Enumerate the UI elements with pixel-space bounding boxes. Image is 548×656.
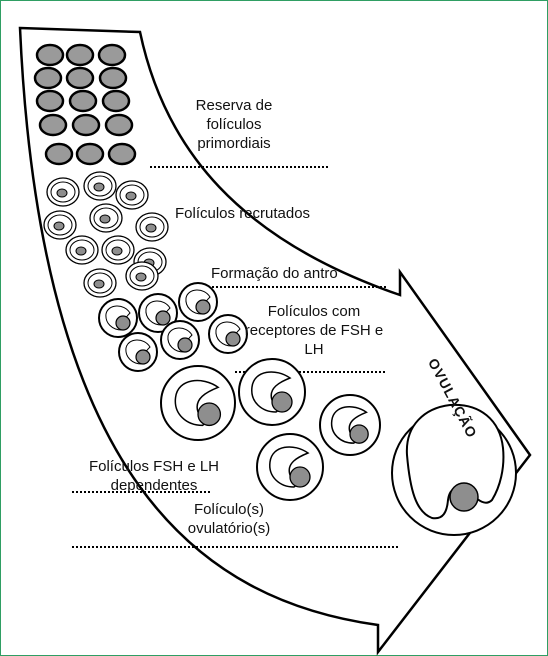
primordial-follicle xyxy=(65,43,95,67)
recruited-follicle xyxy=(125,261,159,291)
primordial-follicle xyxy=(33,66,63,90)
recruited-follicle xyxy=(83,268,117,298)
primordial-follicle xyxy=(98,66,128,90)
dependent-follicle xyxy=(160,365,236,441)
primordial-follicle xyxy=(101,89,131,113)
dependent-follicle xyxy=(238,358,306,426)
primordial-follicle xyxy=(71,113,101,137)
primordial-follicle xyxy=(97,43,127,67)
recruited-follicle xyxy=(65,235,99,265)
recruited-follicles xyxy=(43,171,169,298)
receptor-follicle xyxy=(160,320,200,360)
label-antrum-formation: Formação do antro xyxy=(211,265,338,282)
label-ovulatory-follicles: Folículo(s) ovulatório(s) xyxy=(187,501,271,537)
primordial-follicle xyxy=(65,66,95,90)
primordial-follicle xyxy=(38,113,68,137)
recruited-follicle xyxy=(83,171,117,201)
recruited-follicle xyxy=(115,180,149,210)
label-recruited-follicles: Folículos recrutados xyxy=(175,205,311,222)
label-primordial-reserve: Reserva de folículos primordiais xyxy=(195,97,273,152)
dependent-follicle xyxy=(256,433,324,501)
primordial-follicle xyxy=(35,43,65,67)
label-receptor-follicles: Folículos com receptores de FSH e LH xyxy=(244,303,384,358)
receptor-follicle xyxy=(208,314,248,354)
ovulatory-follicle xyxy=(391,403,517,536)
recruited-follicle xyxy=(46,177,80,207)
receptor-follicles xyxy=(98,282,248,372)
primordial-follicle xyxy=(75,142,105,166)
primordial-follicle xyxy=(35,89,65,113)
primordial-follicles xyxy=(33,43,137,166)
recruited-follicle xyxy=(89,203,123,233)
primordial-follicle xyxy=(68,89,98,113)
primordial-follicle xyxy=(104,113,134,137)
recruited-follicle xyxy=(135,212,169,242)
recruited-follicle xyxy=(43,210,77,240)
primordial-follicle xyxy=(44,142,74,166)
receptor-follicle xyxy=(138,293,178,333)
recruited-follicle xyxy=(101,235,135,265)
receptor-follicle xyxy=(178,282,218,322)
dependent-follicle xyxy=(319,394,381,456)
primordial-follicle xyxy=(107,142,137,166)
receptor-follicle xyxy=(98,298,138,338)
label-dependent-follicles: Folículos FSH e LH dependentes xyxy=(88,458,220,494)
dependent-follicles xyxy=(160,358,381,501)
receptor-follicle xyxy=(118,332,158,372)
